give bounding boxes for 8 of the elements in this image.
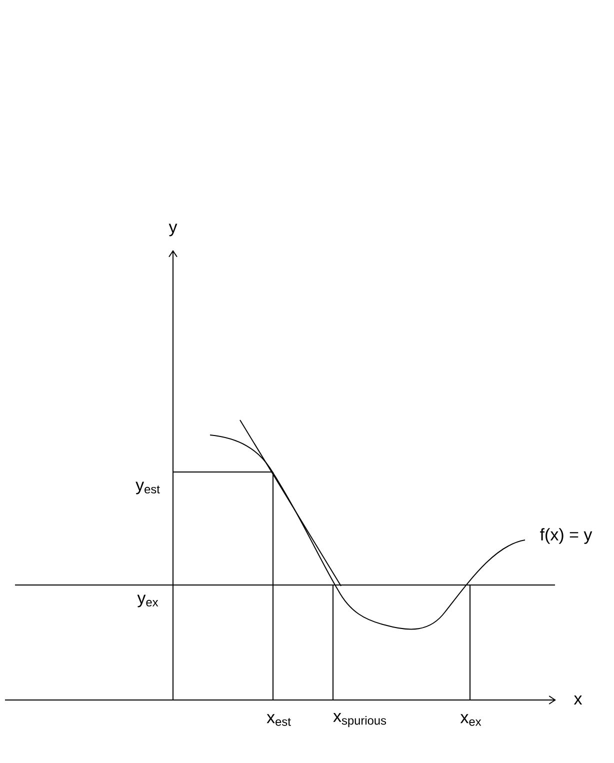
- point-label: x$_{ex}$: [460, 714, 482, 726]
- point-label: x$_{spurious}$: [333, 712, 386, 728]
- point-label: y$_{ex}$: [137, 594, 158, 608]
- axis-label: y: [168, 224, 178, 236]
- axis-label: x: [574, 696, 582, 704]
- point-label: y$_{est}$: [136, 482, 160, 494]
- point-label: x$_{est}$: [266, 714, 291, 726]
- curve-label: f(x) = y: [540, 528, 592, 544]
